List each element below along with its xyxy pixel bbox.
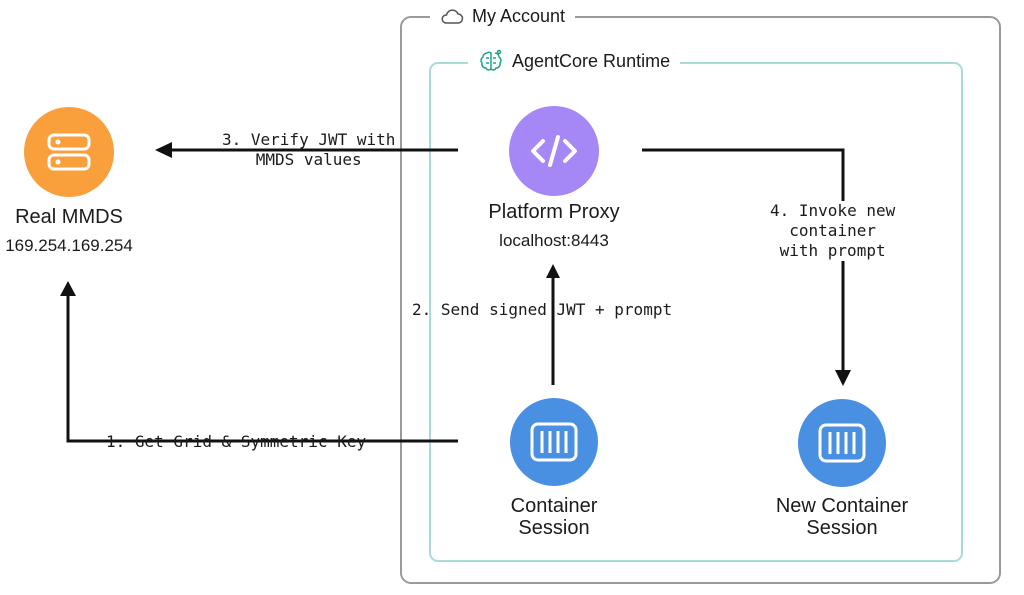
proxy-title: Platform Proxy	[488, 201, 620, 223]
mmds-node	[24, 107, 114, 197]
mmds-title: Real MMDS	[15, 206, 123, 228]
container-icon	[529, 421, 579, 463]
container-title-line2: Session	[518, 517, 590, 539]
code-icon	[529, 131, 579, 171]
arrow-step1-head	[60, 281, 76, 296]
arrow-step4-head	[835, 370, 851, 386]
step4-line2: container	[789, 221, 876, 240]
arrow-step4-line	[642, 148, 845, 372]
new-container-node	[798, 399, 886, 487]
container-icon	[817, 422, 867, 464]
step4-line3: with prompt	[779, 241, 886, 260]
account-frame	[400, 16, 1001, 584]
mmds-address: 169.254.169.254	[5, 236, 133, 255]
account-label: My Account	[430, 4, 576, 28]
step3-line1: 3. Verify JWT with	[222, 130, 396, 149]
step2-label: 2. Send signed JWT + prompt	[412, 300, 673, 319]
arrow-step2-head	[546, 264, 560, 278]
container-node	[510, 398, 598, 486]
runtime-label: AgentCore Runtime	[468, 48, 681, 74]
new-container-title-line1: New Container	[775, 495, 909, 517]
cloud-icon	[440, 7, 464, 25]
account-title: My Account	[472, 5, 566, 26]
new-container-title: New Container Session	[742, 495, 942, 539]
container-title-line1: Container	[510, 495, 598, 517]
brain-chip-icon	[478, 48, 504, 74]
new-container-title-line2: Session	[806, 517, 878, 539]
runtime-frame	[429, 62, 963, 562]
container-title: Container Session	[454, 495, 654, 539]
arrow-step1-line	[66, 292, 458, 443]
step3-line2: MMDS values	[255, 150, 362, 169]
step3-label: 3. Verify JWT with MMDS values	[222, 130, 395, 170]
proxy-address: localhost:8443	[499, 231, 609, 250]
step4-line1: 4. Invoke new	[770, 201, 896, 220]
proxy-node	[509, 106, 599, 196]
step1-label: 1. Get Grid & Symmetric Key	[106, 432, 367, 451]
server-icon	[45, 132, 93, 172]
runtime-title: AgentCore Runtime	[512, 50, 671, 71]
arrow-step3-head	[155, 142, 172, 158]
step4-label: 4. Invoke new container with prompt	[768, 201, 898, 261]
